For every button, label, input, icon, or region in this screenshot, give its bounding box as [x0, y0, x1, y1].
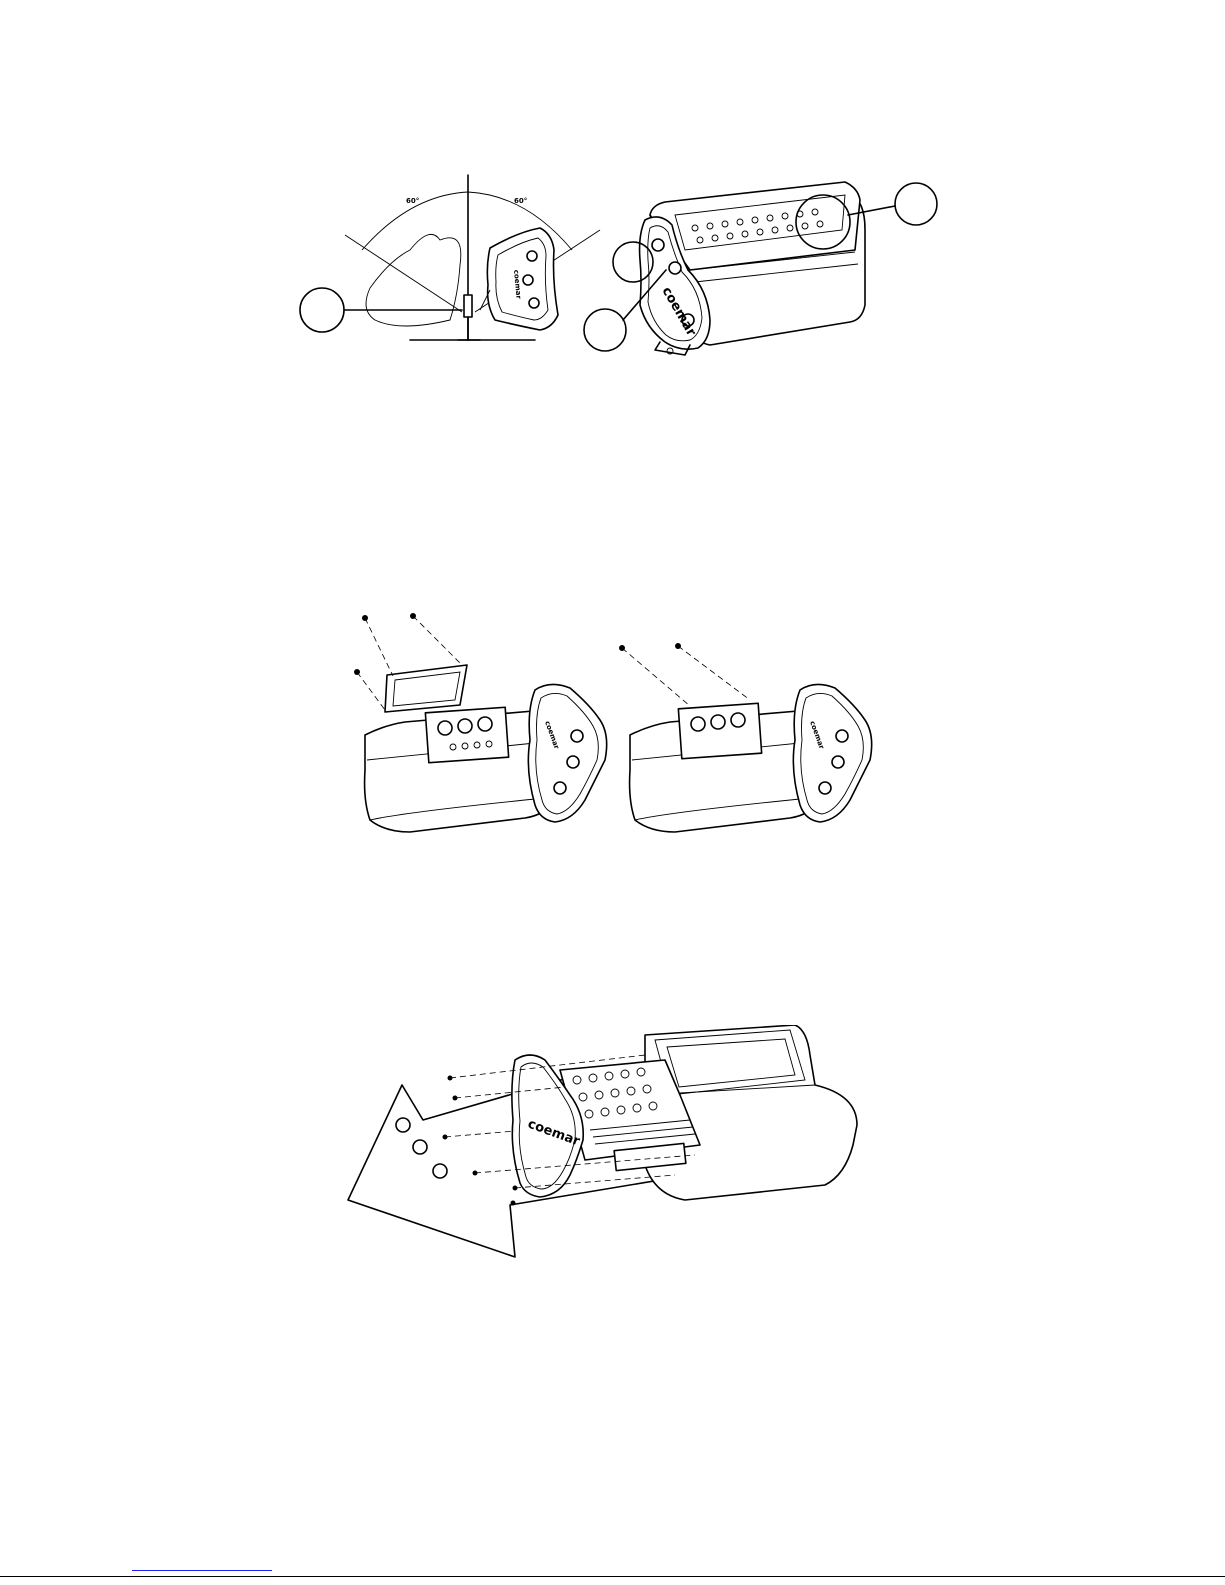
- figure-front-removal: coemar: [345, 1025, 870, 1260]
- callout-circle: [300, 288, 344, 332]
- angle-left-label: 60°: [406, 197, 419, 205]
- fixture-perspective: coemar: [584, 182, 937, 355]
- figure-cover-removal: coemar coemar: [345, 610, 875, 840]
- figure-mounting: 60° 60° coemar: [290, 170, 950, 380]
- unit-cover-open: coemar: [354, 613, 607, 832]
- callout-circle: [584, 309, 626, 351]
- unit-cover-closed: coemar: [619, 643, 872, 832]
- angle-right-label: 60°: [514, 197, 527, 205]
- footer-link-underline[interactable]: [132, 1570, 272, 1571]
- tilt-angle-diagram: 60° 60° coemar: [300, 175, 600, 340]
- callout-circle: [895, 183, 937, 225]
- page-bottom-rule: [0, 1576, 1225, 1577]
